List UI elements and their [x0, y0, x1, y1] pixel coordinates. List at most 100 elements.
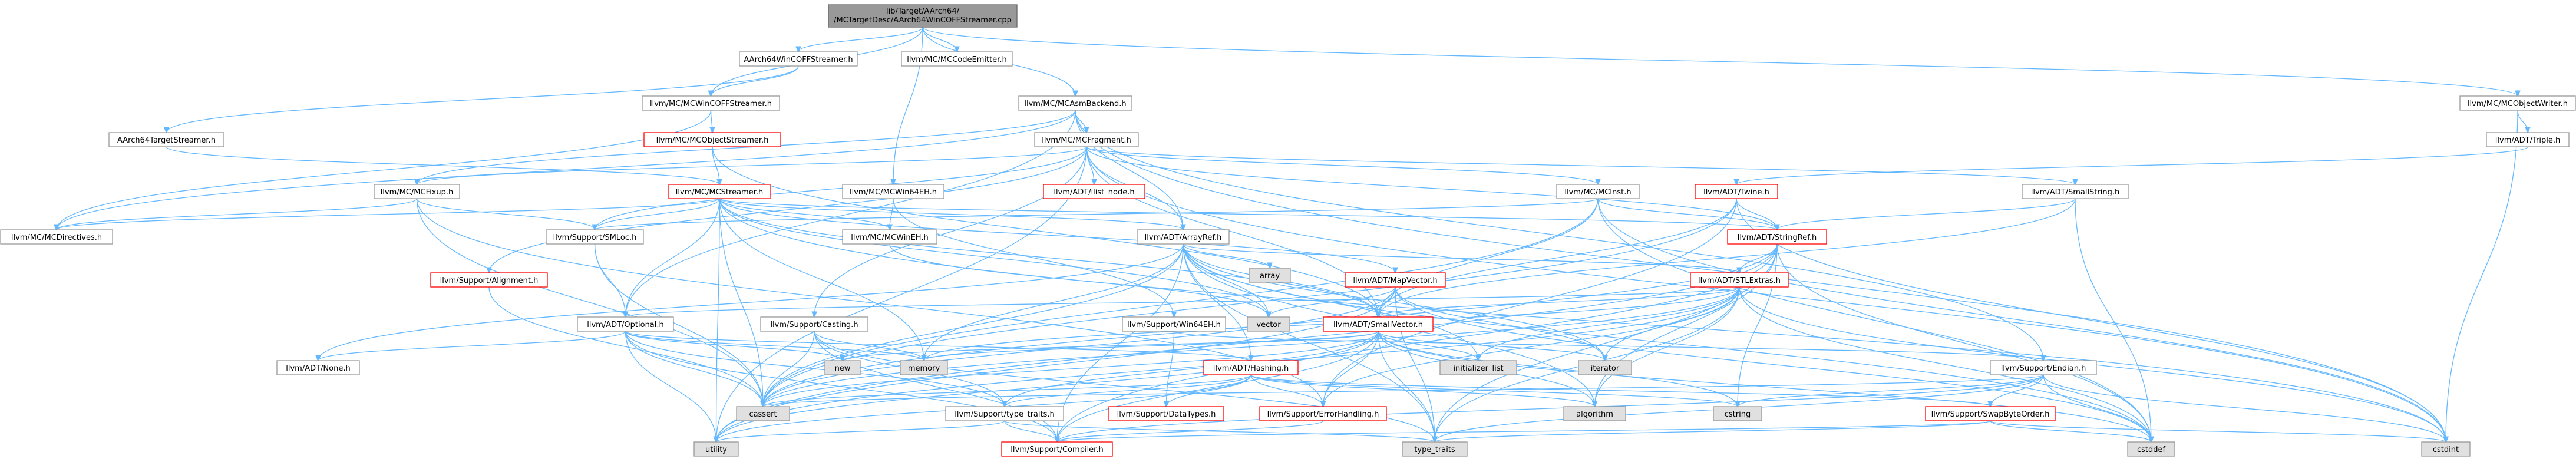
node-box	[1345, 272, 1446, 288]
node-label: llvm/MC/MCWin64EH.h	[850, 188, 937, 197]
graph-node-mcfixup[interactable]: llvm/MC/MCFixup.h	[374, 184, 460, 199]
graph-node-mccodeemitter[interactable]: llvm/MC/MCCodeEmitter.h	[901, 51, 1013, 67]
graph-node-smloc[interactable]: llvm/Support/SMLoc.h	[546, 229, 644, 245]
node-label: cassert	[749, 410, 777, 419]
edge-optional-to-new	[625, 331, 843, 361]
node-label: /MCTargetDesc/AArch64WinCOFFStreamer.cpp	[834, 16, 1012, 25]
edge-optional-to-memory	[625, 331, 924, 361]
edge-smallvector-to-new	[843, 331, 1379, 361]
graph-node-stringref[interactable]: llvm/ADT/StringRef.h	[1727, 229, 1827, 245]
node-label: algorithm	[1576, 410, 1613, 419]
node-label: llvm/MC/MCDirectives.h	[11, 233, 102, 242]
graph-node-type-traits-h[interactable]: llvm/Support/type_traits.h	[945, 406, 1064, 421]
node-box	[642, 95, 780, 111]
graph-node-mcwincoffstreamer[interactable]: llvm/MC/MCWinCOFFStreamer.h	[642, 95, 780, 111]
edge-endian-to-cstring	[1738, 374, 2044, 407]
node-box	[739, 51, 858, 67]
edge-mcstreamer-to-memory	[719, 198, 924, 361]
graph-node-none[interactable]: llvm/ADT/None.h	[276, 360, 360, 375]
node-box	[1925, 406, 2056, 421]
edge-stlextras-to-initializer_list	[1478, 286, 1740, 361]
graph-node-swapbyteorder[interactable]: llvm/Support/SwapByteOrder.h	[1925, 406, 2056, 421]
node-label: cstring	[1725, 410, 1751, 419]
graph-node-casting[interactable]: llvm/Support/Casting.h	[760, 316, 868, 332]
edge-mcfragment-to-mcinst	[1086, 146, 1598, 184]
graph-node-twine[interactable]: llvm/ADT/Twine.h	[1695, 184, 1778, 199]
graph-node-mcwineh[interactable]: llvm/MC/MCWinEH.h	[842, 229, 937, 245]
graph-node-mcwin64eh[interactable]: llvm/MC/MCWin64EH.h	[842, 184, 944, 199]
node-label: llvm/Support/ErrorHandling.h	[1267, 410, 1379, 419]
edge-smallvector-to-type_traits_h	[1005, 331, 1379, 407]
edge-optional-to-cassert	[625, 331, 764, 407]
edge-mcstreamer-to-smloc	[595, 198, 720, 230]
node-box	[1713, 406, 1762, 421]
graph-node-ilist-node[interactable]: llvm/ADT/ilist_node.h	[1043, 184, 1145, 199]
graph-node-errorhandling[interactable]: llvm/Support/ErrorHandling.h	[1259, 406, 1387, 421]
node-label: cstddef	[2137, 446, 2166, 454]
edge-mcobjectstreamer-to-mcstreamer	[712, 146, 719, 184]
graph-node-initializer-list: initializer_list	[1439, 360, 1517, 375]
edge-mcfragment-to-ilist_node	[1086, 146, 1094, 184]
edge-supportwin64eh-to-endian	[1173, 331, 2044, 361]
edge-stlextras-to-iterator	[1605, 286, 1740, 361]
graph-node-algorithm: algorithm	[1563, 406, 1626, 421]
graph-node-mcinst[interactable]: llvm/MC/MCInst.h	[1556, 184, 1640, 199]
graph-node-mcstreamer[interactable]: llvm/MC/MCStreamer.h	[668, 184, 771, 199]
edge-smallstring-to-smallvector	[1378, 198, 2076, 317]
node-box	[1018, 95, 1132, 111]
edge-mcasmbackend-to-optional	[626, 110, 1076, 317]
edge-hashing-to-cstring	[1250, 374, 1738, 407]
edge-mcwineh-to-vector	[889, 243, 1269, 317]
graph-node-cstddef: cstddef	[2127, 441, 2175, 457]
edge-mcfragment-to-smloc	[595, 146, 1087, 230]
node-box	[1001, 441, 1113, 457]
node-box	[276, 360, 360, 375]
node-label: llvm/MC/MCObjectStreamer.h	[656, 136, 769, 145]
edge-mcasmbackend-to-arrayref	[1075, 110, 1183, 230]
node-box	[2022, 184, 2129, 199]
graph-node-supportwin64eh[interactable]: llvm/Support/Win64EH.h	[1122, 316, 1226, 332]
edge-smallvector-to-initializer_list	[1378, 331, 1478, 361]
edge-mcfragment-to-mcfixup	[417, 146, 1087, 184]
edge-smloc-to-cassert	[594, 243, 764, 407]
node-box	[374, 184, 460, 199]
graph-node-smallstring[interactable]: llvm/ADT/SmallString.h	[2022, 184, 2129, 199]
edge-type_traits_h-to-utility	[716, 420, 1005, 442]
graph-node-mcdirectives[interactable]: llvm/MC/MCDirectives.h	[0, 229, 113, 245]
graph-node-datatypes[interactable]: llvm/Support/DataTypes.h	[1108, 406, 1224, 421]
graph-node-endian[interactable]: llvm/Support/Endian.h	[1990, 360, 2097, 375]
edge-smallstring-to-stringref	[1777, 198, 2076, 230]
node-box	[1249, 268, 1291, 283]
graph-node-mcobjectwriter[interactable]: llvm/MC/MCObjectWriter.h	[2459, 95, 2576, 111]
node-label: llvm/Support/DataTypes.h	[1117, 410, 1216, 419]
node-box	[736, 406, 790, 421]
node-box	[1122, 316, 1226, 332]
edge-mcobjectstreamer-to-smallvector	[712, 146, 1378, 317]
node-label: llvm/ADT/Twine.h	[1703, 188, 1769, 197]
node-label: llvm/Support/Compiler.h	[1010, 446, 1103, 454]
graph-node-smallvector[interactable]: llvm/ADT/SmallVector.h	[1323, 316, 1434, 332]
graph-node-aarch64wincoffstreamer-h[interactable]: AArch64WinCOFFStreamer.h	[739, 51, 858, 67]
graph-node-mapvector[interactable]: llvm/ADT/MapVector.h	[1345, 272, 1446, 288]
graph-node-optional[interactable]: llvm/ADT/Optional.h	[577, 316, 674, 332]
graph-node-mcfragment[interactable]: llvm/MC/MCFragment.h	[1034, 132, 1139, 147]
graph-node-hashing[interactable]: llvm/ADT/Hashing.h	[1203, 360, 1299, 375]
graph-node-root[interactable]: lib/Target/AArch64//MCTargetDesc/AArch64…	[828, 4, 1018, 28]
node-label: llvm/Support/Casting.h	[770, 321, 858, 329]
node-label: llvm/MC/MCInst.h	[1564, 188, 1631, 197]
edge-mcstreamer-to-optional	[626, 198, 720, 317]
graph-node-alignment[interactable]: llvm/Support/Alignment.h	[430, 272, 548, 288]
edge-stringref-to-cstddef	[1776, 243, 2151, 442]
graph-node-mcasmbackend[interactable]: llvm/MC/MCAsmBackend.h	[1018, 95, 1132, 111]
edge-mcwin64eh-to-mcwineh	[890, 198, 894, 230]
edge-mcinst-to-cstdint	[1597, 198, 2446, 442]
graph-node-stlextras[interactable]: llvm/ADT/STLExtras.h	[1690, 272, 1789, 288]
graph-node-mcobjectstreamer[interactable]: llvm/MC/MCObjectStreamer.h	[643, 132, 781, 147]
graph-node-triple[interactable]: llvm/ADT/Triple.h	[2486, 132, 2570, 147]
node-label: llvm/ADT/None.h	[286, 364, 350, 373]
graph-node-compiler[interactable]: llvm/Support/Compiler.h	[1001, 441, 1113, 457]
graph-node-aarch64targetstreamer[interactable]: AArch64TargetStreamer.h	[108, 132, 224, 147]
node-label: llvm/MC/MCCodeEmitter.h	[907, 55, 1006, 64]
node-label: llvm/Support/SMLoc.h	[553, 233, 637, 242]
graph-node-arrayref[interactable]: llvm/ADT/ArrayRef.h	[1137, 229, 1230, 245]
